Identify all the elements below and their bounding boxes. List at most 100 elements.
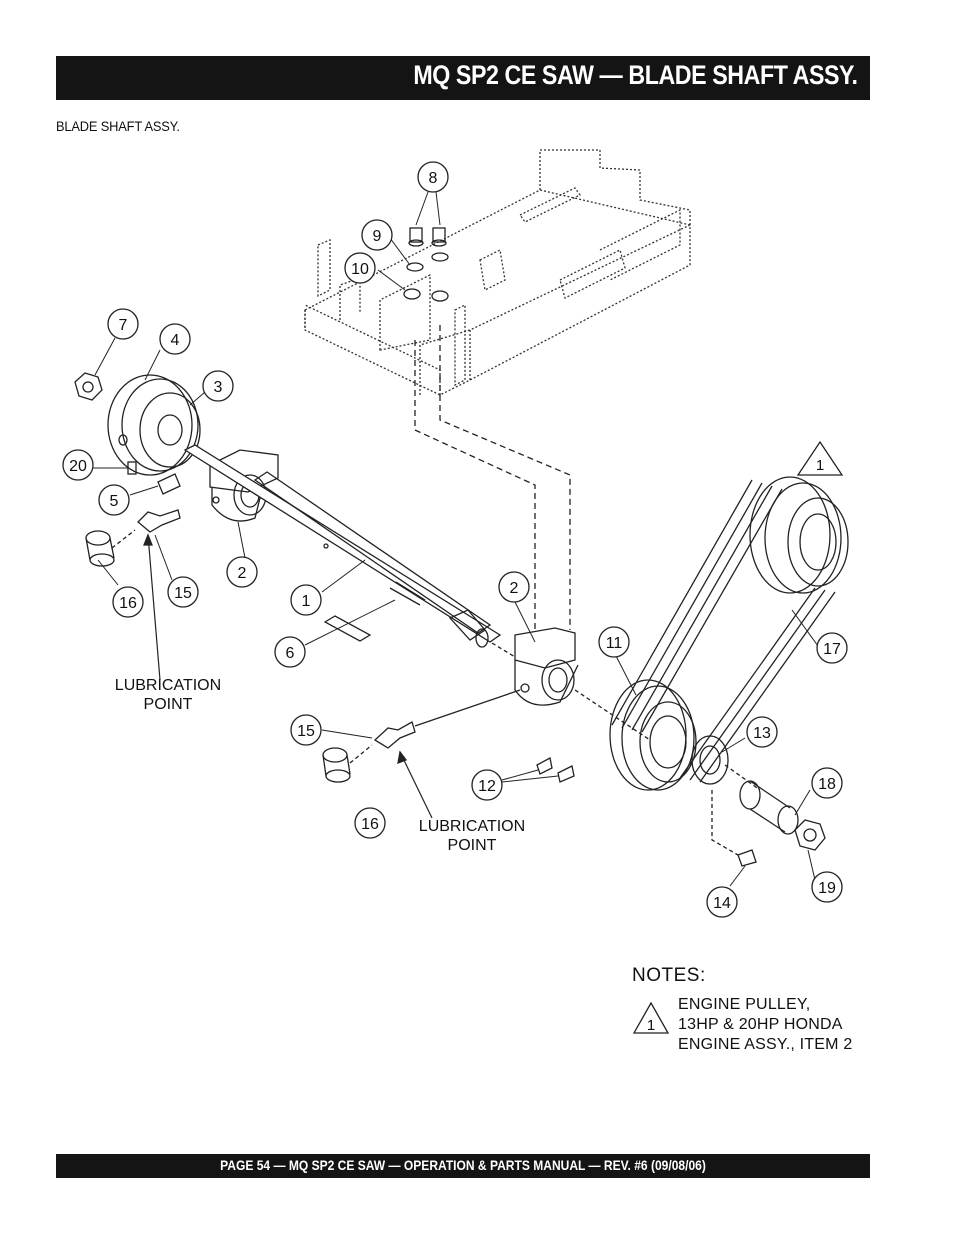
callout-circle bbox=[811, 767, 843, 799]
callout-16: 16 bbox=[112, 586, 144, 618]
blade-shaft-1 bbox=[183, 444, 502, 648]
callout-number: 14 bbox=[713, 895, 731, 912]
bolt-8-right bbox=[431, 227, 447, 247]
callout-7: 7 bbox=[107, 308, 139, 340]
callout-number: 17 bbox=[823, 641, 841, 658]
bearing-2-right bbox=[514, 627, 579, 706]
callout-15: 15 bbox=[290, 714, 322, 746]
cap-16-left bbox=[85, 530, 115, 567]
callout-number: 2 bbox=[510, 580, 519, 597]
callout-circle bbox=[706, 886, 738, 918]
callout-number: 16 bbox=[361, 816, 379, 833]
triangle-callout-label: 1 bbox=[816, 457, 824, 474]
callout-circle bbox=[290, 584, 322, 616]
blade-pulley-11 bbox=[609, 679, 697, 791]
lock-washer-10-right bbox=[431, 290, 449, 302]
callout-circle bbox=[159, 323, 191, 355]
grease-fitting-15-left bbox=[137, 509, 181, 533]
grease-fitting-15-right bbox=[373, 721, 416, 749]
callout-17: 17 bbox=[816, 632, 848, 664]
lubrication-label-left-2: POINT bbox=[144, 696, 193, 713]
callout-16: 16 bbox=[354, 807, 386, 839]
page-title: MQ SP2 CE SAW — BLADE SHAFT ASSY. bbox=[413, 60, 859, 90]
callout-number: 2 bbox=[238, 565, 247, 582]
callout-circle bbox=[62, 449, 94, 481]
callout-circle bbox=[167, 576, 199, 608]
callout-8: 8 bbox=[417, 161, 449, 193]
note-marker: 1 bbox=[647, 1017, 655, 1034]
callout-circle bbox=[811, 871, 843, 903]
page-footer-text: PAGE 54 — MQ SP2 CE SAW — OPERATION & PA… bbox=[220, 1157, 706, 1173]
lubrication-label-right-2: POINT bbox=[448, 837, 497, 854]
setscrew-12-b bbox=[557, 765, 575, 783]
callout-4: 4 bbox=[159, 323, 191, 355]
callout-14: 14 bbox=[706, 886, 738, 918]
callout-number: 1 bbox=[302, 593, 311, 610]
bushing-13 bbox=[691, 735, 729, 785]
callout-circle bbox=[98, 484, 130, 516]
bolt-14 bbox=[737, 849, 757, 867]
cap-16-right bbox=[322, 747, 351, 783]
callout-3: 3 bbox=[202, 370, 234, 402]
callout-circle bbox=[112, 586, 144, 618]
callout-number: 5 bbox=[110, 493, 119, 510]
callout-2: 2 bbox=[498, 571, 530, 603]
callout-circle bbox=[471, 769, 503, 801]
callout-number: 16 bbox=[119, 595, 137, 612]
key-6 bbox=[323, 615, 372, 642]
callout-circle bbox=[746, 716, 778, 748]
callout-18: 18 bbox=[811, 767, 843, 799]
nut-19 bbox=[794, 819, 826, 851]
callout-20: 20 bbox=[62, 449, 94, 481]
section-subtitle: BLADE SHAFT ASSY. bbox=[56, 118, 180, 134]
callout-circle bbox=[354, 807, 386, 839]
key-5 bbox=[157, 473, 181, 495]
callout-circle bbox=[290, 714, 322, 746]
callout-number: 20 bbox=[69, 458, 87, 475]
callout-number: 8 bbox=[429, 170, 438, 187]
callout-15: 15 bbox=[167, 576, 199, 608]
callout-number: 10 bbox=[351, 261, 369, 278]
washer-9-left bbox=[406, 262, 424, 272]
callout-number: 12 bbox=[478, 778, 496, 795]
notes-section: NOTES: 1 ENGINE PULLEY, 13HP & 20HP HOND… bbox=[632, 965, 852, 1053]
callout-2: 2 bbox=[226, 556, 258, 588]
callout-number: 9 bbox=[373, 228, 382, 245]
callout-11: 11 bbox=[598, 626, 630, 658]
callout-number: 4 bbox=[171, 332, 180, 349]
callout-6: 6 bbox=[274, 636, 306, 668]
callout-number: 3 bbox=[214, 379, 223, 396]
callout-circle bbox=[417, 161, 449, 193]
callout-circle bbox=[226, 556, 258, 588]
lubrication-label-left-1: LUBRICATION bbox=[115, 677, 221, 694]
nut-7 bbox=[74, 372, 103, 401]
callout-1: 1 bbox=[290, 584, 322, 616]
callout-circle bbox=[344, 252, 376, 284]
callout-number: 18 bbox=[818, 776, 836, 793]
bolt-8-left bbox=[408, 227, 424, 247]
callout-number: 19 bbox=[818, 880, 836, 897]
saw-frame bbox=[304, 149, 691, 396]
callout-12: 12 bbox=[471, 769, 503, 801]
spacer-18 bbox=[739, 780, 799, 835]
callout-number: 15 bbox=[297, 723, 315, 740]
callout-number: 7 bbox=[119, 317, 128, 334]
v-belts-17 bbox=[611, 479, 836, 783]
notes-heading: NOTES: bbox=[632, 965, 706, 986]
callout-5: 5 bbox=[98, 484, 130, 516]
lubrication-label-right-1: LUBRICATION bbox=[419, 818, 525, 835]
callout-circle bbox=[598, 626, 630, 658]
callout-13: 13 bbox=[746, 716, 778, 748]
callout-circle bbox=[107, 308, 139, 340]
callout-number: 6 bbox=[286, 645, 295, 662]
note-triangle-icon: 1 bbox=[632, 1001, 670, 1034]
callout-circle bbox=[816, 632, 848, 664]
callout-10: 10 bbox=[344, 252, 376, 284]
setscrew-12-a bbox=[536, 757, 553, 775]
pulley-4-3 bbox=[107, 374, 201, 476]
callout-9: 9 bbox=[361, 219, 393, 251]
lock-washer-10-left bbox=[403, 288, 421, 300]
note-text: ENGINE PULLEY, 13HP & 20HP HONDA ENGINE … bbox=[678, 996, 853, 1053]
page-footer-bar: PAGE 54 — MQ SP2 CE SAW — OPERATION & PA… bbox=[56, 1154, 870, 1178]
